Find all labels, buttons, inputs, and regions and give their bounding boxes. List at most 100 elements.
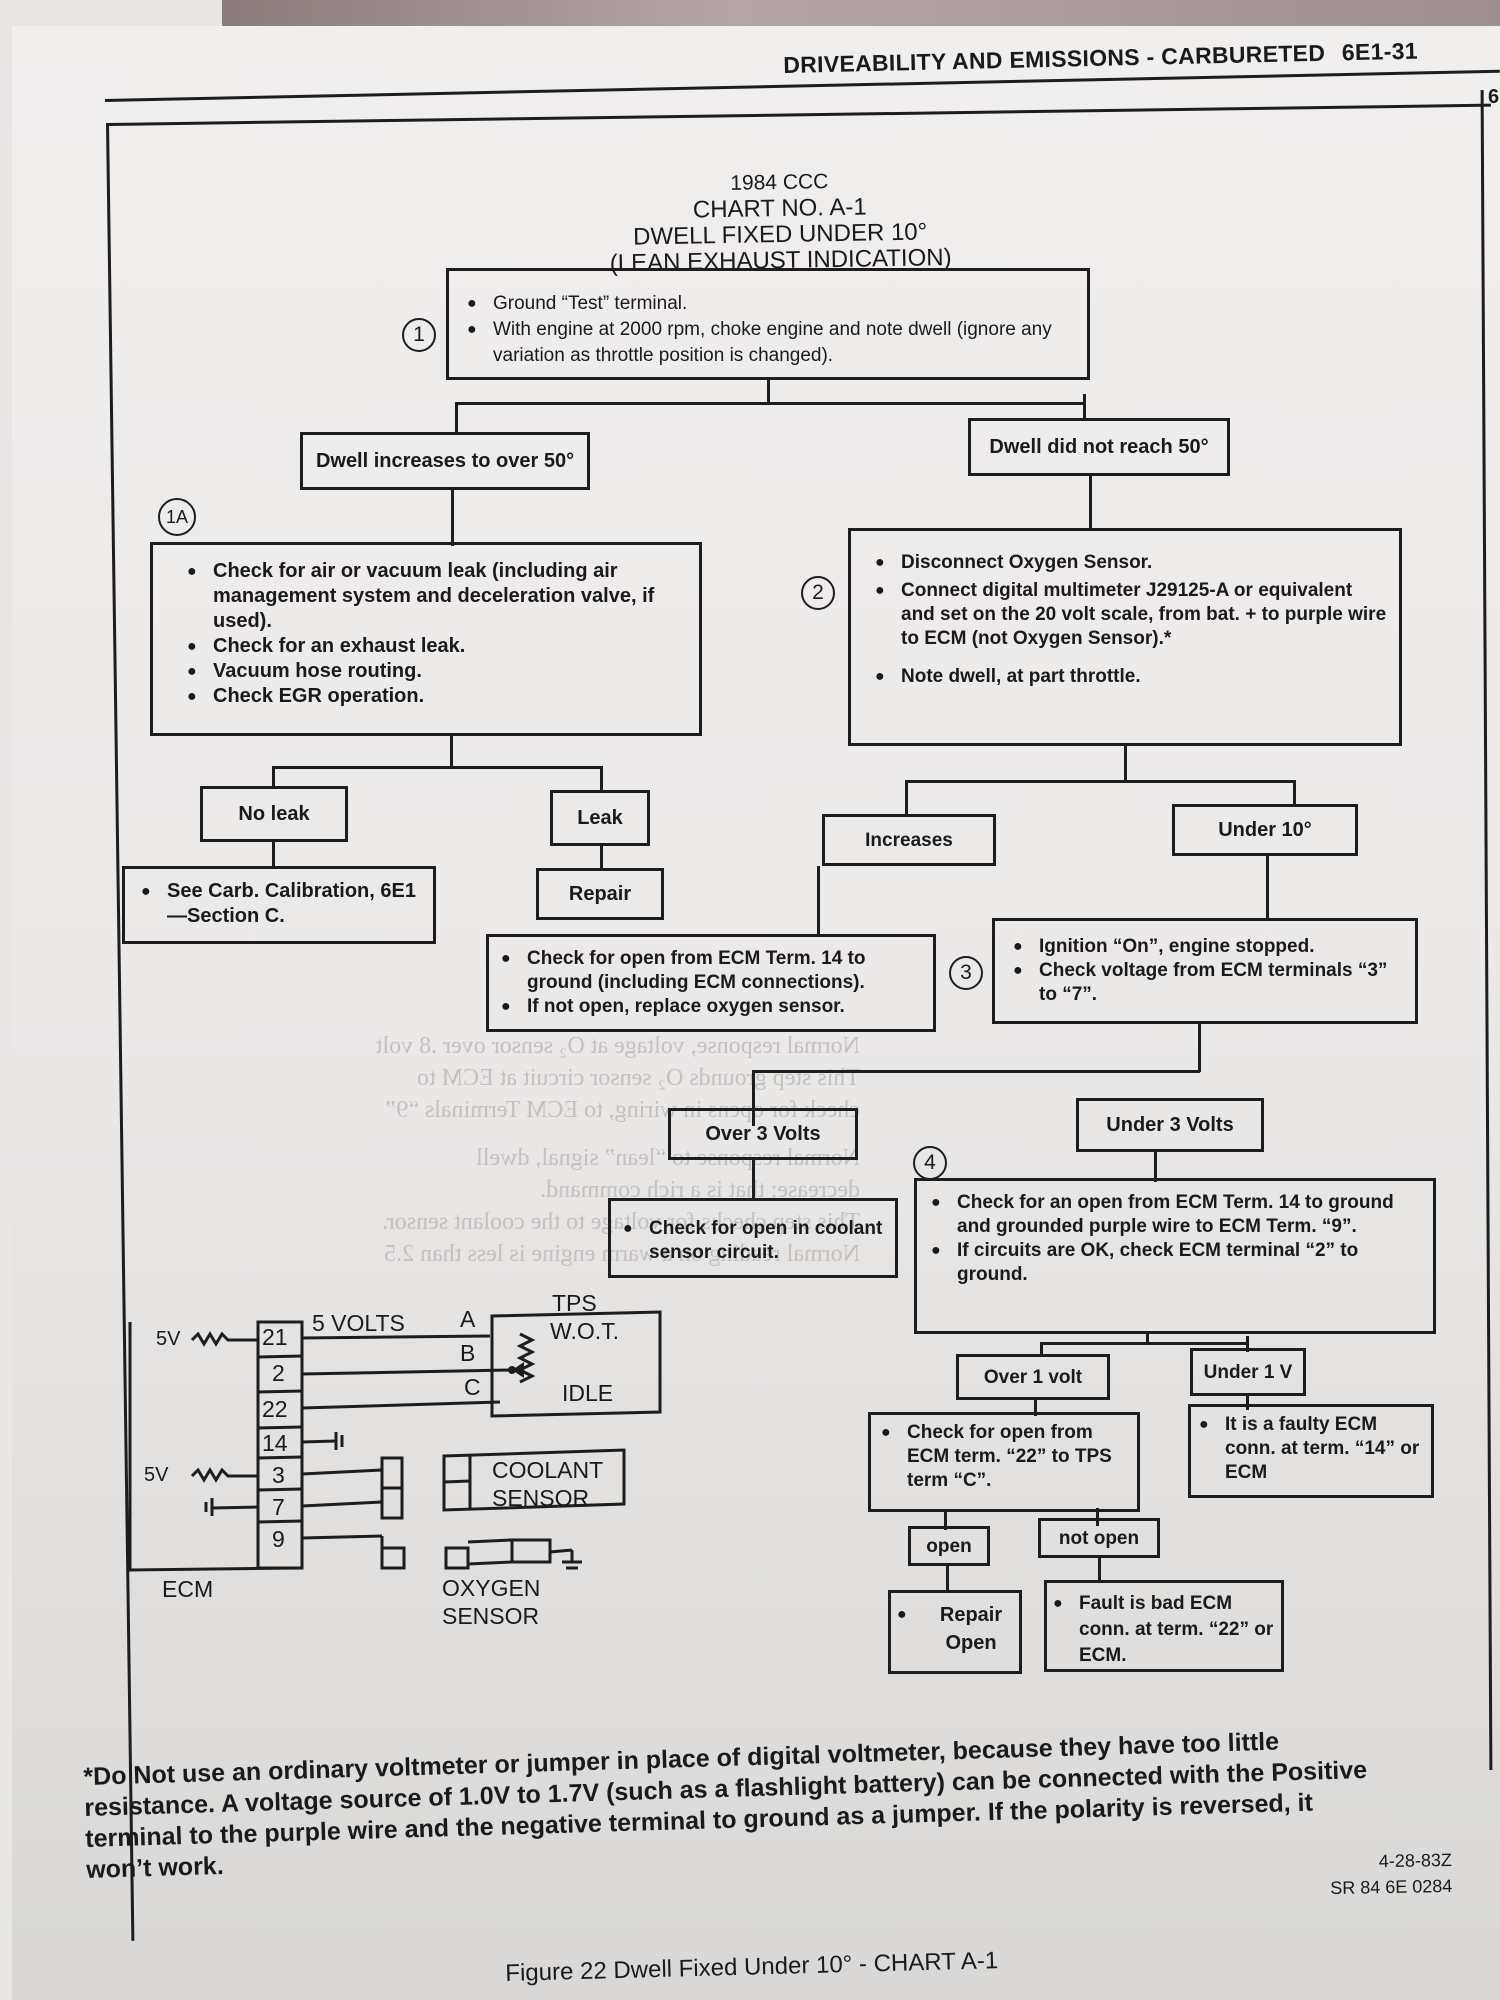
step4-item: Check for an open from ECM Term. 14 to g…	[927, 1191, 1425, 1239]
connector	[944, 1512, 947, 1530]
terminal-2: 2	[272, 1360, 285, 1386]
connector	[1266, 856, 1269, 918]
open-box: open	[908, 1526, 990, 1566]
step1a-item: Check for air or vacuum leak (including …	[183, 559, 689, 634]
not-open-box: not open	[1038, 1518, 1160, 1558]
connector	[1124, 746, 1127, 782]
step2-item: Connect digital multimeter J29125-A or e…	[871, 579, 1389, 651]
step3-box: Ignition “On”, engine stopped. Check vol…	[992, 918, 1418, 1024]
step4-box: Check for an open from ECM Term. 14 to g…	[914, 1178, 1436, 1334]
dwell-not-reach-box: Dwell did not reach 50°	[968, 418, 1230, 476]
tps-resistor	[516, 1332, 536, 1384]
oxygen-sensor-body	[510, 1538, 552, 1564]
box-label: Under 10°	[1218, 818, 1312, 841]
step1-item: Ground “Test” terminal.	[463, 291, 1075, 317]
adjacent-page-edge: 6	[1488, 86, 1500, 108]
connector	[272, 766, 275, 788]
leak-box: Leak	[550, 790, 650, 846]
ghost-line: Normal response, voltage at O₂ sensor ov…	[375, 1033, 860, 1059]
connector	[600, 846, 603, 870]
check-22-box: Check for open from ECM term. “22” to TP…	[868, 1412, 1140, 1512]
connector	[1246, 1336, 1249, 1352]
ghost-line: This step grounds O₂ sensor circuit at E…	[417, 1065, 860, 1091]
step-number: 3	[960, 961, 972, 984]
under-1v-box: Under 1 V	[1190, 1348, 1306, 1396]
check-open-14-box: Check for open from ECM Term. 14 to grou…	[486, 934, 936, 1032]
connector	[1098, 1558, 1101, 1582]
connector	[767, 380, 770, 404]
tps-box	[490, 1310, 662, 1418]
box-label: Dwell did not reach 50°	[989, 435, 1209, 458]
connector	[1154, 1152, 1157, 1182]
step4-item: If circuits are OK, check ECM terminal “…	[927, 1239, 1425, 1287]
box-label: not open	[1058, 1527, 1140, 1549]
tps-idle-label: IDLE	[562, 1380, 614, 1406]
connector	[600, 766, 603, 792]
connector	[272, 766, 602, 769]
faulty-ecm-text: It is a faulty ECM conn. at term. “14” o…	[1195, 1413, 1427, 1485]
terminal-9: 9	[272, 1526, 285, 1552]
connector	[1246, 1396, 1249, 1410]
fault-bad-box: Fault is bad ECM conn. at term. “22” or …	[1044, 1580, 1284, 1672]
connector	[905, 780, 908, 816]
step1-item: With engine at 2000 rpm, choke engine an…	[463, 317, 1075, 369]
wiring-lines	[128, 1310, 662, 1572]
check-22-text: Check for open from ECM term. “22” to TP…	[877, 1421, 1133, 1493]
reference-block: 4-28-83Z SR 84 6E 0284	[1330, 1847, 1453, 1901]
repair-open-box: Repair Open	[888, 1590, 1022, 1674]
step1a-item: Vacuum hose routing.	[183, 659, 689, 684]
box-label: Over 3 Volts	[705, 1122, 821, 1145]
over-1v-box: Over 1 volt	[956, 1354, 1110, 1400]
step-marker-4: 4	[913, 1146, 947, 1180]
step-number: 2	[812, 581, 824, 604]
tps-pin-b: B	[460, 1340, 476, 1366]
fault-bad-text: Fault is bad ECM conn. at term. “22” or …	[1049, 1591, 1277, 1669]
box-label: Over 1 volt	[983, 1366, 1083, 1388]
over-3v-box: Over 3 Volts	[668, 1108, 858, 1160]
connector	[450, 736, 453, 768]
step-marker-3: 3	[949, 956, 983, 990]
coolant-check-box: Check for open in coolant sensor circuit…	[608, 1198, 898, 1278]
connector	[451, 490, 454, 546]
ecm-wiring-diagram: 5V 5V 5 VOLTS A B C TPS W.O.T. IDLE COOL…	[120, 1290, 680, 1660]
under-3v-box: Under 3 Volts	[1076, 1098, 1264, 1152]
step1a-item: Check for an exhaust leak.	[183, 634, 689, 659]
connector	[1293, 780, 1296, 806]
terminal-block	[256, 1320, 304, 1570]
step1a-item: Check EGR operation.	[183, 684, 689, 709]
terminal-7: 7	[272, 1494, 285, 1520]
step1a-box: Check for air or vacuum leak (including …	[150, 542, 702, 736]
box-label: No leak	[238, 802, 310, 825]
box-label: Leak	[577, 806, 623, 829]
voltage-label-5v-mid: 5V	[144, 1464, 169, 1486]
page-number: 6E1-31	[1341, 37, 1419, 66]
five-volts-label: 5 VOLTS	[312, 1310, 405, 1336]
connector	[946, 1566, 949, 1592]
connector	[1198, 1024, 1201, 1072]
connector	[455, 402, 458, 434]
under-10-box: Under 10°	[1172, 804, 1358, 856]
no-leak-box: No leak	[200, 786, 348, 842]
connector	[1040, 1342, 1043, 1356]
step2-item: Note dwell, at part throttle.	[871, 665, 1389, 689]
terminal-3: 3	[272, 1462, 285, 1488]
connector	[752, 1070, 755, 1126]
repair-box: Repair	[536, 868, 664, 920]
tps-pin-c: C	[464, 1374, 481, 1400]
step-number: 1A	[165, 506, 189, 527]
pullup-resistor-top	[190, 1331, 258, 1347]
connector	[1146, 1332, 1149, 1344]
box-label: open	[926, 1535, 972, 1557]
connector	[1083, 394, 1086, 420]
box-label: Repair	[568, 882, 632, 905]
see-carb-box: See Carb. Calibration, 6E1—Section C.	[122, 866, 436, 944]
terminal-22: 22	[262, 1396, 288, 1422]
step-marker-2: 2	[801, 576, 835, 610]
tps-label: TPS	[552, 1290, 597, 1316]
tps-wot-label: W.O.T.	[550, 1318, 619, 1344]
step3-item: Check voltage from ECM terminals “3” to …	[1009, 959, 1409, 1007]
step-marker-1: 1	[402, 318, 436, 352]
terminal-21: 21	[262, 1324, 288, 1350]
reference-code: SR 84 6E 0284	[1330, 1875, 1453, 1899]
connector	[1089, 476, 1092, 528]
